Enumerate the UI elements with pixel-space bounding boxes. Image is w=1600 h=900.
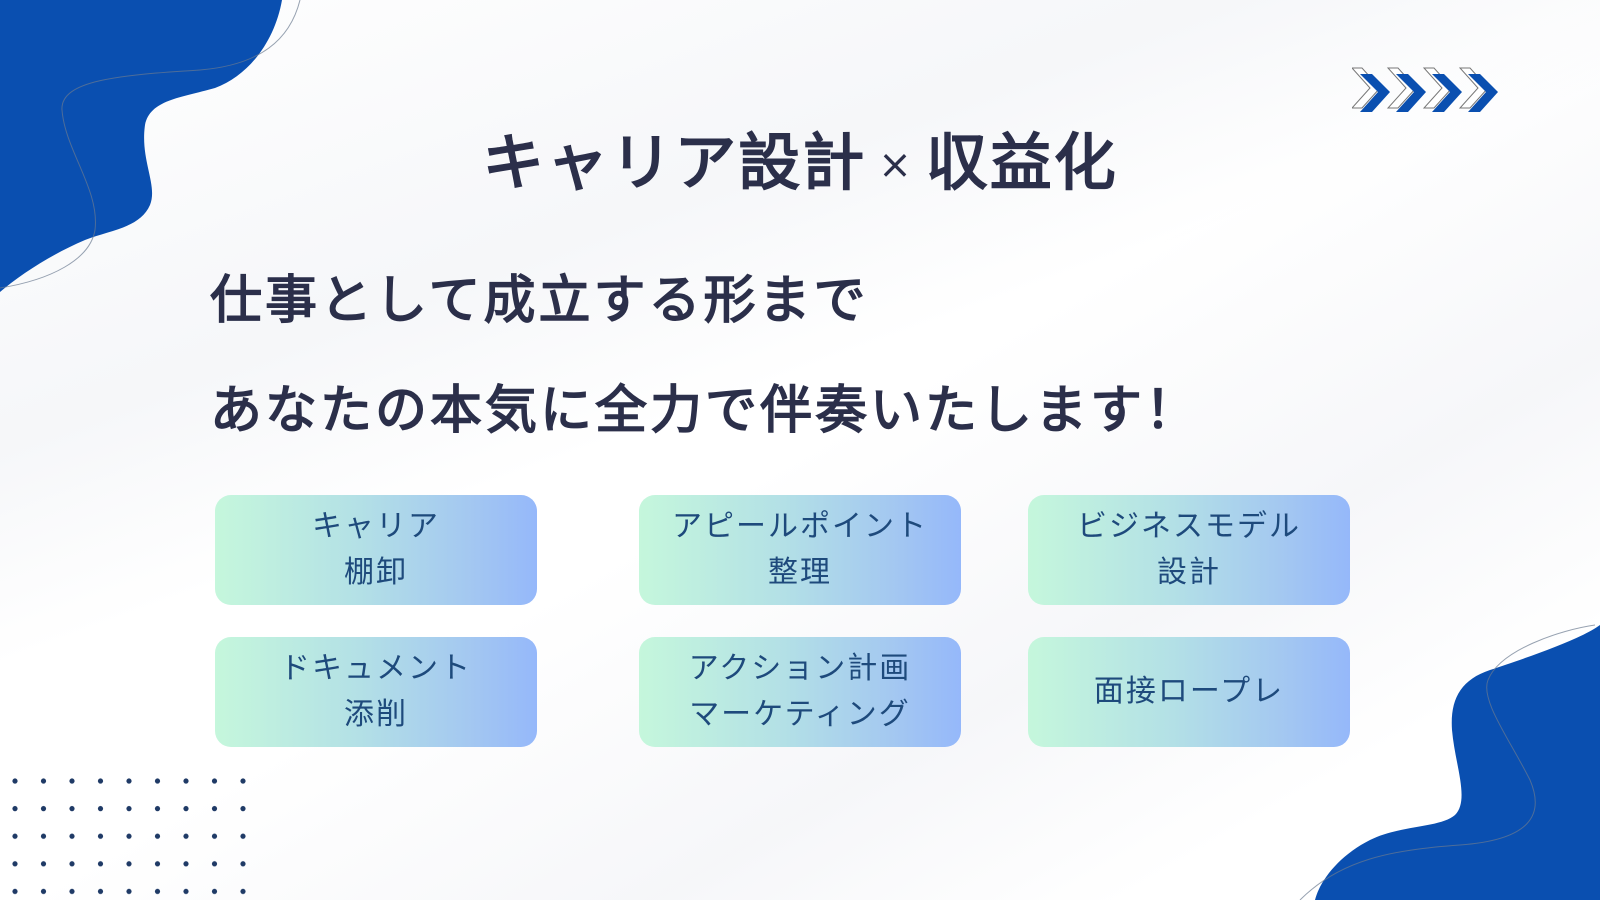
chevron-arrows-icon bbox=[1352, 67, 1498, 112]
service-card-document-review: ドキュメント 添削 bbox=[215, 637, 537, 747]
service-card-appeal-points: アピールポイント 整理 bbox=[639, 495, 961, 605]
card-line-1: アピールポイント bbox=[672, 509, 928, 544]
service-card-interview-roleplay: 面接ロープレ bbox=[1028, 637, 1350, 747]
title-right: 収益化 bbox=[925, 126, 1118, 199]
card-line-1: ドキュメント bbox=[280, 651, 472, 686]
card-line-2: 添削 bbox=[344, 697, 408, 732]
title-separator: × bbox=[878, 142, 914, 188]
card-line-1: ビジネスモデル bbox=[1077, 509, 1301, 544]
headline-line-2: あなたの本気に全力で伴奏いたします！ bbox=[210, 381, 1201, 441]
card-line-1: アクション計画 bbox=[688, 651, 912, 686]
card-line-2: 整理 bbox=[768, 555, 832, 590]
headline-line-1: 仕事として成立する形まで bbox=[210, 271, 869, 331]
page-title: キャリア設計×収益化 bbox=[0, 112, 1600, 202]
card-line-1: キャリア bbox=[312, 509, 440, 544]
card-line-2: マーケティング bbox=[689, 697, 911, 732]
decorative-wave-shape-top-left bbox=[0, 0, 301, 292]
card-line-2: 棚卸 bbox=[344, 555, 408, 590]
card-line-1: 面接ロープレ bbox=[1093, 674, 1285, 709]
decorative-wave-shape-bottom-right bbox=[1299, 624, 1600, 900]
card-line-2: 設計 bbox=[1157, 555, 1221, 590]
service-card-career-inventory: キャリア 棚卸 bbox=[215, 495, 537, 605]
title-left: キャリア設計 bbox=[482, 126, 867, 199]
service-card-action-plan: アクション計画 マーケティング bbox=[639, 637, 961, 747]
decorative-dot-grid bbox=[10, 776, 250, 900]
service-card-business-model: ビジネスモデル 設計 bbox=[1028, 495, 1350, 605]
